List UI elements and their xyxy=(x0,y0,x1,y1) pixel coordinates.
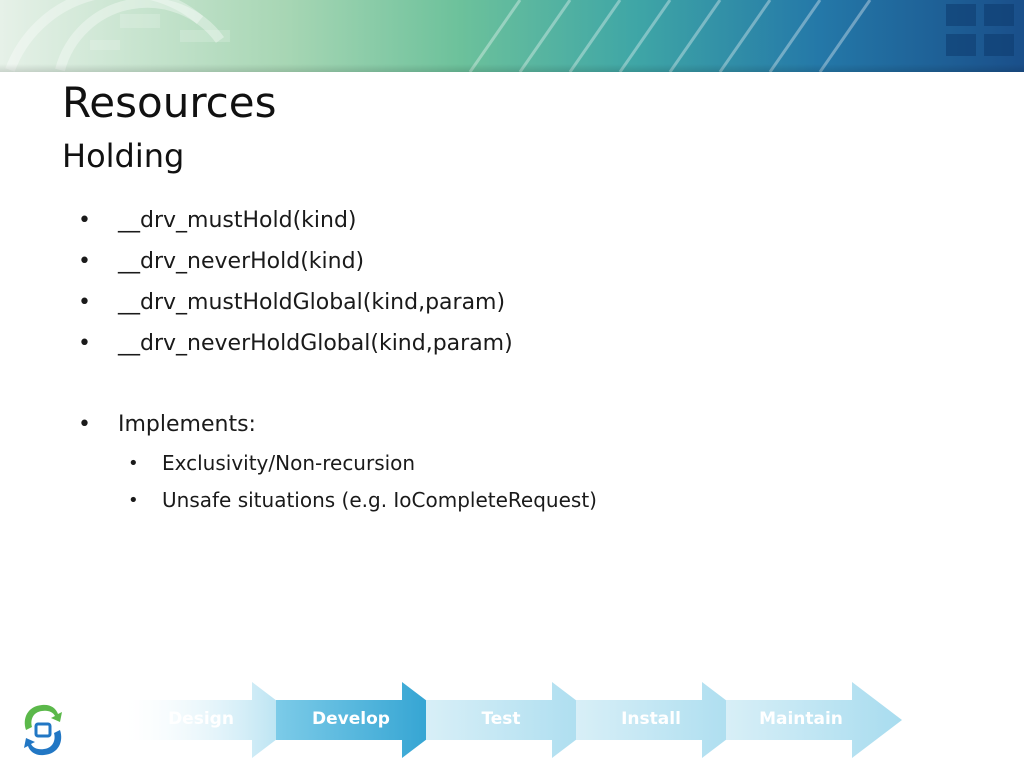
bullet-item: • __drv_neverHold(kind) xyxy=(76,241,936,282)
process-step-maintain: Maintain xyxy=(726,682,902,758)
process-arrow-test xyxy=(426,682,602,758)
slide-title: Resources xyxy=(62,78,277,127)
bullet-text: Exclusivity/Non-recursion xyxy=(162,451,416,475)
banner-decoration-icon xyxy=(5,0,1014,72)
process-arrow-maintain xyxy=(726,682,902,758)
process-arrow-develop xyxy=(276,682,452,758)
process-bar: Design Develop Test xyxy=(126,682,906,758)
bullet-dot: • xyxy=(78,412,91,437)
bullet-dot: • xyxy=(78,290,91,315)
bullet-dot: • xyxy=(128,490,139,511)
bullet-text: Implements: xyxy=(118,412,256,437)
bullet-dot: • xyxy=(78,249,91,274)
process-step-label: Maintain xyxy=(759,709,843,729)
sub-bullet-item: • Exclusivity/Non-recursion xyxy=(76,445,936,482)
banner-shadow xyxy=(0,64,1024,72)
bullet-text: __drv_mustHoldGlobal(kind,param) xyxy=(118,290,506,315)
process-step-label: Develop xyxy=(312,709,390,729)
bullet-dot: • xyxy=(78,208,91,233)
bullet-text: __drv_neverHold(kind) xyxy=(118,249,365,274)
bullet-text: __drv_neverHoldGlobal(kind,param) xyxy=(118,331,513,356)
bullet-dot: • xyxy=(128,453,139,474)
bullet-item: • Implements: xyxy=(76,404,936,445)
sub-bullet-item: • Unsafe situations (e.g. IoCompleteRequ… xyxy=(76,482,936,519)
lifecycle-logo-icon xyxy=(18,700,68,760)
process-step-design: Design xyxy=(126,682,302,758)
process-arrow-install xyxy=(576,682,752,758)
bullet-text: Unsafe situations (e.g. IoCompleteReques… xyxy=(162,488,597,512)
bullet-list: • __drv_mustHold(kind) • __drv_neverHold… xyxy=(76,200,936,519)
bullet-text: __drv_mustHold(kind) xyxy=(118,208,357,233)
slide-subtitle: Holding xyxy=(62,137,185,175)
bullet-item: • __drv_mustHold(kind) xyxy=(76,200,936,241)
process-step-install: Install xyxy=(576,682,752,758)
process-step-label: Design xyxy=(168,709,234,729)
process-step-label: Test xyxy=(481,709,521,729)
header-banner xyxy=(0,0,1024,72)
bullet-dot: • xyxy=(78,331,91,356)
process-step-label: Install xyxy=(621,709,681,729)
bullet-item: • __drv_mustHoldGlobal(kind,param) xyxy=(76,282,936,323)
process-arrow-design xyxy=(126,682,302,758)
process-step-develop: Develop xyxy=(276,682,452,758)
bullet-item: • __drv_neverHoldGlobal(kind,param) xyxy=(76,323,936,364)
process-step-test: Test xyxy=(426,682,602,758)
